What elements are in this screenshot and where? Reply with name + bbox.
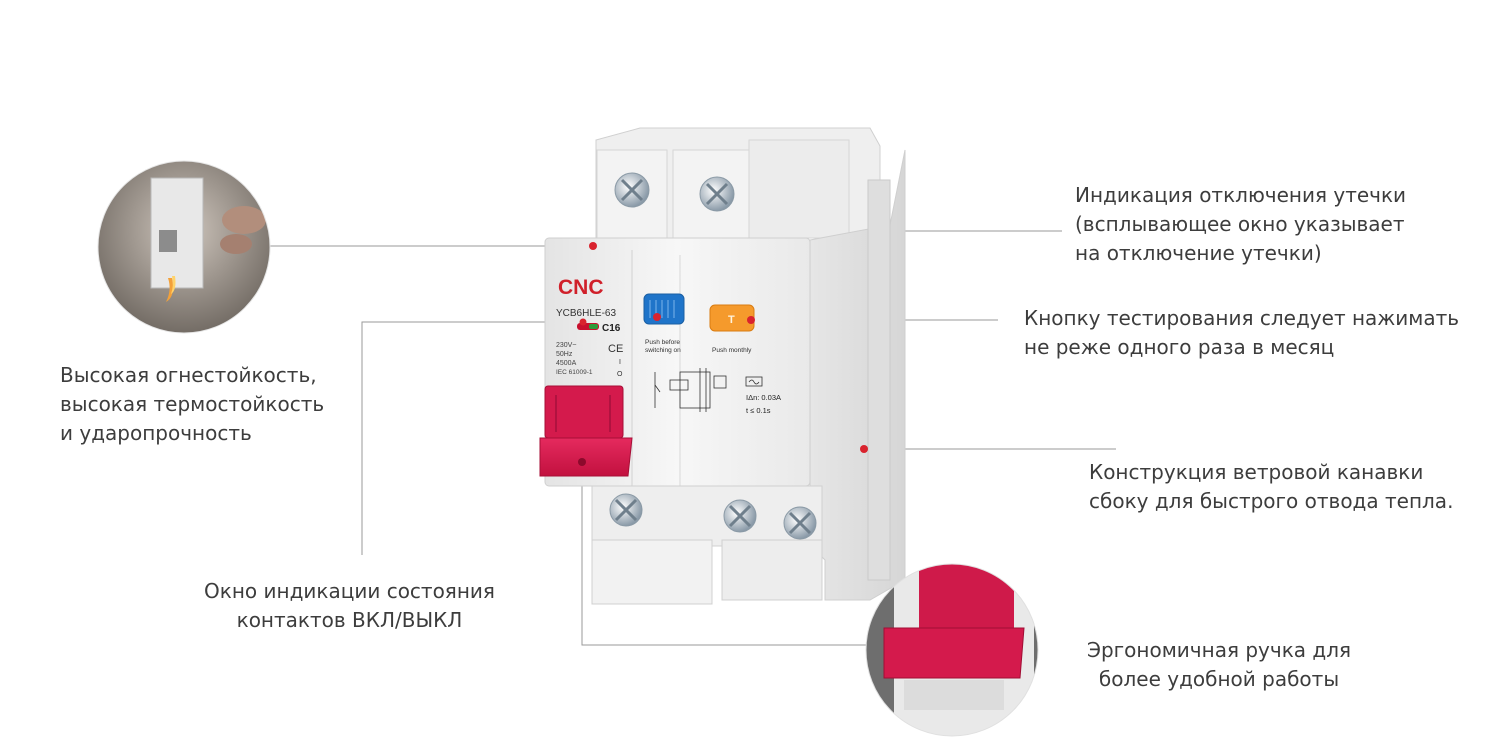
caption-line: высокая термостойкость — [60, 392, 325, 416]
push-before-label: Push before — [645, 339, 680, 346]
standard-label: IEC 61009-1 — [556, 369, 593, 376]
caption-line: и ударопрочность — [60, 421, 252, 445]
caption-heat-groove: Конструкция ветровой канавки сбоку для б… — [1089, 458, 1453, 516]
leak-marker-dot — [653, 313, 661, 321]
model-label: YCB6HLE-63 — [556, 308, 616, 319]
caption-line: сбоку для быстрого отвода тепла. — [1089, 489, 1454, 513]
on-mark: I — [619, 359, 621, 366]
residual-current-label: IΔn: 0.03A — [746, 393, 781, 402]
rating-label: C16 — [602, 323, 621, 334]
fire-marker-dot — [589, 242, 597, 250]
caption-line: Эргономичная ручка для — [1087, 638, 1352, 662]
caption-leak-indication: Индикация отключения утечки (всплывающее… — [1075, 181, 1406, 268]
caption-line: на отключение утечки) — [1075, 241, 1322, 265]
caption-line: Индикация отключения утечки — [1075, 183, 1407, 207]
caption-line: Высокая огнестойкость, — [60, 363, 317, 387]
caption-contact-window: Окно индикации состояния контактов ВКЛ/В… — [204, 577, 495, 635]
bottom-screw-3 — [783, 506, 817, 540]
off-mark: O — [617, 371, 623, 378]
test-button-letter: T — [728, 314, 735, 326]
caption-line: контактов ВКЛ/ВЫКЛ — [236, 608, 463, 632]
fire-test-inset — [97, 160, 271, 334]
frequency-label: 50Hz — [556, 351, 573, 358]
voltage-label: 230V~ — [556, 342, 576, 349]
heat-groove — [867, 179, 891, 581]
test-marker-dot — [747, 316, 755, 324]
caption-ergonomic-handle: Эргономичная ручка для более удобной раб… — [1087, 636, 1351, 694]
ce-mark: CE — [608, 343, 623, 355]
leader-line-contact — [361, 321, 583, 555]
operating-handle — [539, 385, 633, 477]
trip-time-label: t ≤ 0.1s — [746, 406, 771, 415]
caption-line: более удобной работы — [1098, 667, 1340, 691]
top-screw-2 — [699, 176, 735, 212]
caption-line: Кнопку тестирования следует нажимать — [1024, 306, 1460, 330]
caption-line: (всплывающее окно указывает — [1075, 212, 1405, 236]
brand-logo: CNC — [558, 276, 604, 299]
top-screw-1 — [614, 172, 650, 208]
caption-line: Окно индикации состояния — [204, 579, 495, 603]
groove-marker-dot — [860, 445, 868, 453]
contact-marker-dot — [579, 318, 587, 326]
caption-fire-resistance: Высокая огнестойкость, высокая термостой… — [60, 361, 324, 448]
circuit-diagram — [654, 368, 763, 412]
bottom-screw-2 — [723, 499, 757, 533]
leader-line-handle — [581, 462, 866, 646]
caption-line: не реже одного раза в месяц — [1024, 335, 1335, 359]
push-monthly-label: Push monthly — [712, 347, 752, 354]
switching-on-label: switching on — [645, 347, 681, 354]
caption-line: Конструкция ветровой канавки — [1089, 460, 1424, 484]
bottom-screw-1 — [609, 493, 643, 527]
capacity-label: 4500A — [556, 360, 577, 367]
handle-closeup-inset — [865, 563, 1039, 737]
caption-test-button: Кнопку тестирования следует нажимать не … — [1024, 304, 1459, 362]
